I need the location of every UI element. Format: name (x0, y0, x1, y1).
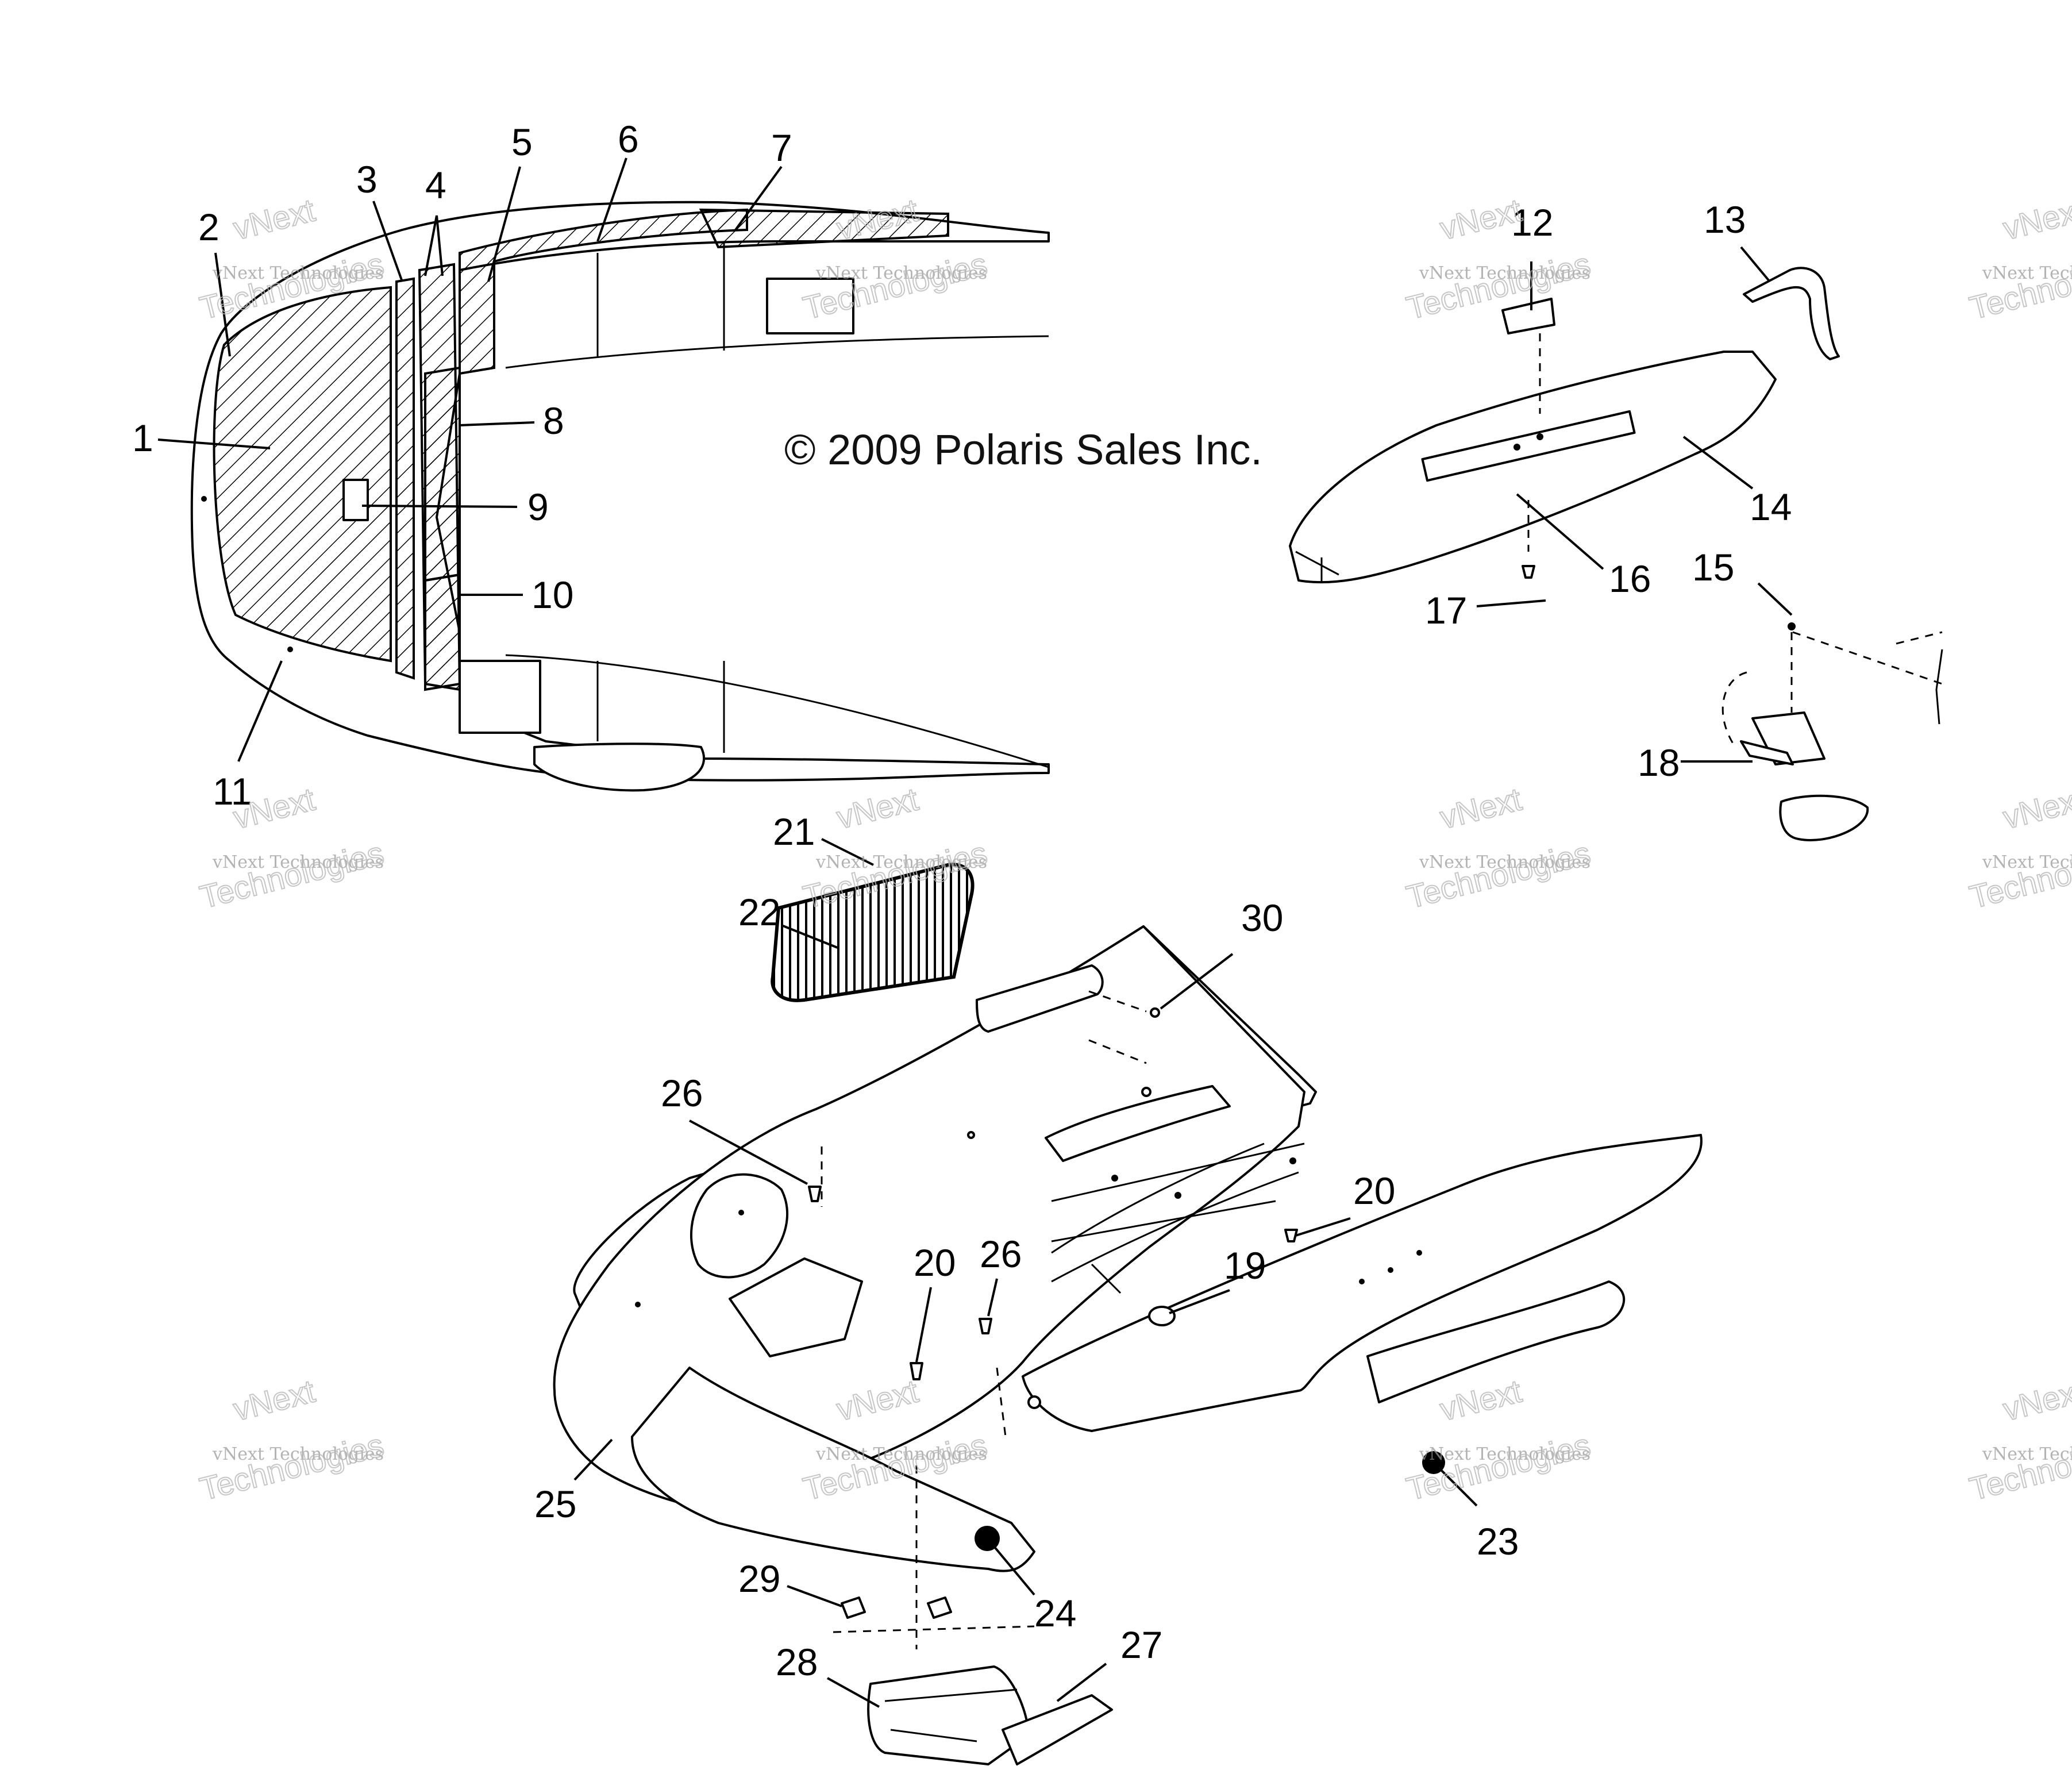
watermarks: vNext vNext Technologies Technologies vN… (196, 191, 2072, 1507)
intake-cover (1002, 1694, 1113, 1765)
watermark-top: vNext (1436, 780, 1526, 836)
watermark-small: vNext Technologies (815, 1444, 987, 1464)
watermark-big: Technologies (1403, 1426, 1594, 1507)
watermark-small: vNext Technologies (815, 852, 987, 872)
watermark-small: vNext Technologies (1982, 1444, 2072, 1464)
watermark-small: vNext Technologies (815, 263, 987, 283)
watermark-small: vNext Technologies (1419, 1444, 1590, 1464)
watermark-big: Technologies (1966, 1426, 2072, 1507)
callout-16: 16 (1609, 557, 1651, 600)
callout-22: 22 (738, 891, 780, 933)
callout-8: 8 (543, 399, 564, 442)
watermark-small: vNext Technologies (212, 1444, 384, 1464)
callout-19: 19 (1224, 1244, 1266, 1287)
watermark-small: vNext Technologies (212, 263, 384, 283)
watermark-top: vNext (230, 1372, 319, 1428)
callout-17: 17 (1425, 589, 1467, 632)
callout-29: 29 (738, 1557, 780, 1600)
callout-26-a: 26 (661, 1072, 703, 1114)
callout-26-b: 26 (980, 1233, 1022, 1275)
callouts: 1 2 3 4 5 6 7 8 9 10 11 12 13 14 15 16 1… (132, 118, 1792, 1683)
callout-18: 18 (1638, 741, 1680, 784)
watermark-top: vNext (2000, 1372, 2072, 1428)
hood-assembly (190, 201, 1050, 792)
clip (1501, 298, 1555, 334)
callout-4: 4 (425, 164, 446, 206)
callout-28: 28 (776, 1641, 818, 1683)
callout-20-b: 20 (914, 1241, 956, 1284)
watermark-big: Technologies (197, 1426, 387, 1507)
callout-3: 3 (356, 158, 378, 201)
callout-24: 24 (1034, 1592, 1076, 1634)
vent-grille (771, 863, 975, 1002)
watermark-small: vNext Technologies (1419, 852, 1590, 872)
callout-15: 15 (1692, 546, 1734, 588)
callout-13: 13 (1704, 198, 1746, 241)
callout-23: 23 (1477, 1520, 1519, 1563)
watermark-small: vNext Technologies (1982, 263, 2072, 283)
hinge-assembly (1721, 622, 1943, 841)
callout-27: 27 (1120, 1623, 1162, 1666)
watermark-big: Technologies (1966, 834, 2072, 915)
side-panel-assembly (1289, 267, 1840, 584)
watermark-big: Technologies (197, 834, 387, 915)
callout-21: 21 (773, 810, 815, 853)
decal-strip (1421, 410, 1636, 482)
watermark-small: vNext Technologies (1419, 263, 1590, 283)
callout-9: 9 (527, 486, 549, 528)
callout-5: 5 (511, 121, 533, 163)
watermark-small: vNext Technologies (212, 852, 384, 872)
watermark-small: vNext Technologies (1982, 852, 2072, 872)
watermark-top: vNext (833, 780, 922, 836)
callout-2: 2 (198, 206, 219, 248)
callout-30: 30 (1241, 897, 1283, 939)
callout-7: 7 (771, 126, 792, 169)
watermark-big: Technologies (800, 245, 991, 326)
callout-1: 1 (132, 417, 153, 459)
callout-11: 11 (213, 770, 252, 813)
watermark-top: vNext (2000, 780, 2072, 836)
watermark-top: vNext (230, 191, 319, 247)
seal (1743, 267, 1840, 360)
callout-6: 6 (618, 118, 639, 160)
callout-12: 12 (1511, 201, 1553, 244)
callout-10: 10 (532, 574, 573, 616)
leader-lines (157, 157, 1793, 1708)
watermark-top: vNext (2000, 191, 2072, 247)
callout-20-a: 20 (1353, 1169, 1395, 1212)
callout-14: 14 (1750, 486, 1792, 528)
watermark-top: vNext (1436, 1372, 1526, 1428)
watermark-big: Technologies (1403, 834, 1594, 915)
hood-front-panel (213, 286, 392, 663)
copyright-notice: © 2009 Polaris Sales Inc. (784, 426, 1262, 474)
watermark-big: Technologies (1403, 245, 1594, 326)
duct-box (867, 1665, 1030, 1765)
nose-pan-assembly (553, 863, 1703, 1765)
callout-25: 25 (534, 1483, 576, 1525)
watermark-big: Technologies (1966, 245, 2072, 326)
